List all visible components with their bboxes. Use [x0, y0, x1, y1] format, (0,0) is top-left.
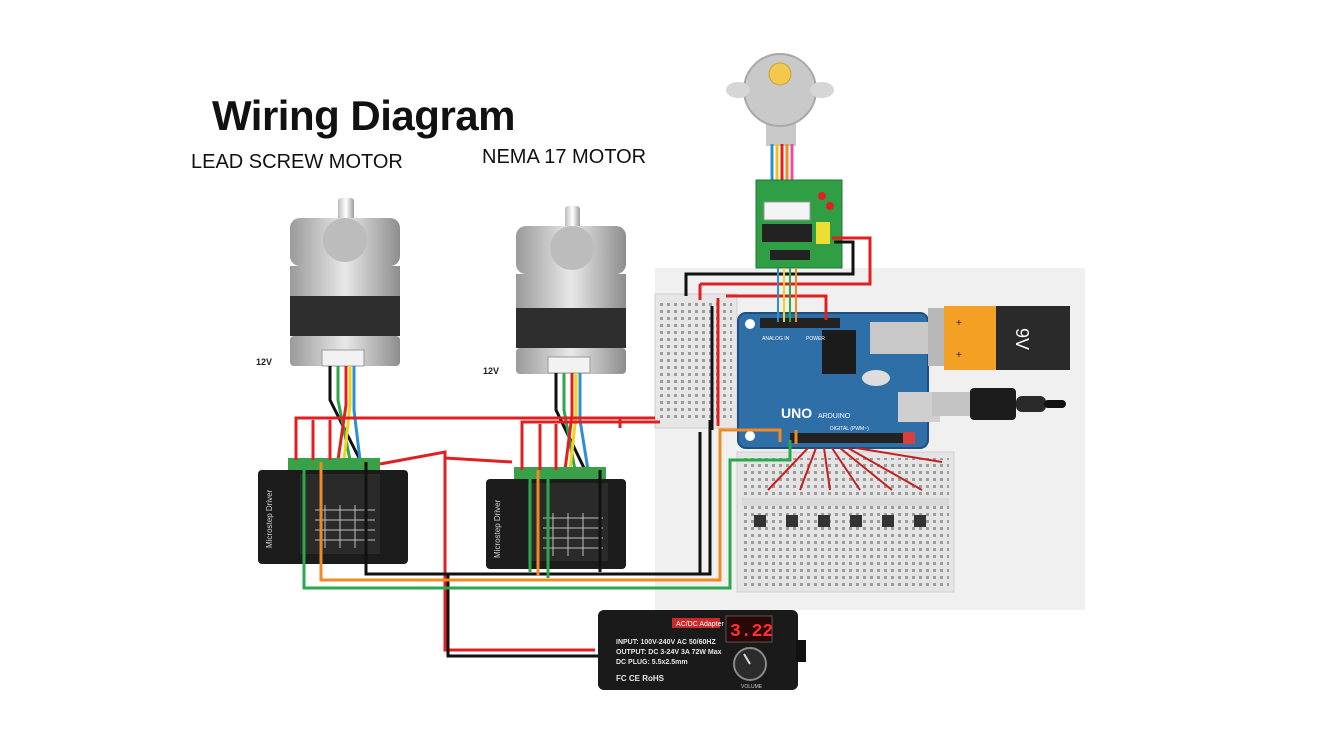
button-wires: [767, 447, 943, 491]
push-button-4: [850, 515, 862, 527]
push-button-5: [882, 515, 894, 527]
push-button-1: [754, 515, 766, 527]
nema17-stepper-motor: [516, 206, 626, 374]
adapter-knob-label: VOLUME: [741, 684, 763, 690]
adapter-display: 3.22: [730, 622, 773, 642]
microstep-driver-1: Microstep Driver: [258, 458, 408, 564]
microstep-driver-2: Microstep Driver: [486, 467, 626, 569]
nema17-motor-wires: [554, 373, 590, 471]
arduino-digital-label: DIGITAL (PWM~): [830, 426, 869, 432]
svg-text:+: +: [956, 350, 962, 361]
green-signal-wires: [302, 440, 792, 590]
adapter-output: OUTPUT: DC 3-24V 3A 72W Max: [616, 649, 722, 656]
9v-battery: + + 9V: [928, 306, 1070, 370]
ac-dc-adapter: AC/DC Adapter 3.22 INPUT: 100V-240V AC 5…: [598, 610, 806, 690]
push-button-2: [786, 515, 798, 527]
driver-1-brand: Microstep Driver: [265, 489, 274, 548]
arduino-uno-board: UNO ARDUINO ANALOG IN POWER DIGITAL (PWM…: [737, 312, 940, 449]
battery-voltage-label: 9V: [1012, 328, 1032, 350]
uln-signal-wires: [777, 268, 797, 322]
arduino-power-label: POWER: [806, 336, 825, 342]
push-button-6: [914, 515, 926, 527]
svg-text:+: +: [956, 318, 962, 329]
arduino-brand-label: ARDUINO: [818, 413, 851, 420]
adapter-input: INPUT: 100V-240V AC 50/60HZ: [616, 639, 716, 646]
orange-signal-wires: [319, 428, 798, 582]
lead-screw-stepper-motor: [290, 198, 400, 367]
lead-screw-motor-wires: [328, 366, 362, 461]
usb-cable: [932, 388, 1066, 420]
push-buttons: [754, 515, 926, 527]
byj-stepper-motor: [726, 53, 834, 146]
red-power-wires: [294, 236, 872, 652]
driver-2-brand: Microstep Driver: [493, 499, 502, 558]
arduino-analog-label: ANALOG IN: [762, 336, 790, 342]
small-breadboard-power-rail: [654, 293, 738, 429]
nema17-motor-label: NEMA 17 MOTOR: [482, 146, 647, 168]
push-button-3: [818, 515, 830, 527]
diagram-title: Wiring Diagram: [212, 92, 516, 139]
adapter-cert: FC CE RoHS: [616, 674, 665, 683]
adapter-plug: DC PLUG: 5.5x2.5mm: [616, 659, 688, 666]
voltage-label-lead-screw: 12V: [256, 357, 273, 367]
arduino-model-label: UNO: [781, 405, 812, 421]
lead-screw-motor-label: LEAD SCREW MOTOR: [191, 151, 403, 173]
adapter-header: AC/DC Adapter: [676, 621, 725, 628]
voltage-label-nema17: 12V: [483, 366, 500, 376]
uln2003-driver-board: [755, 179, 843, 269]
